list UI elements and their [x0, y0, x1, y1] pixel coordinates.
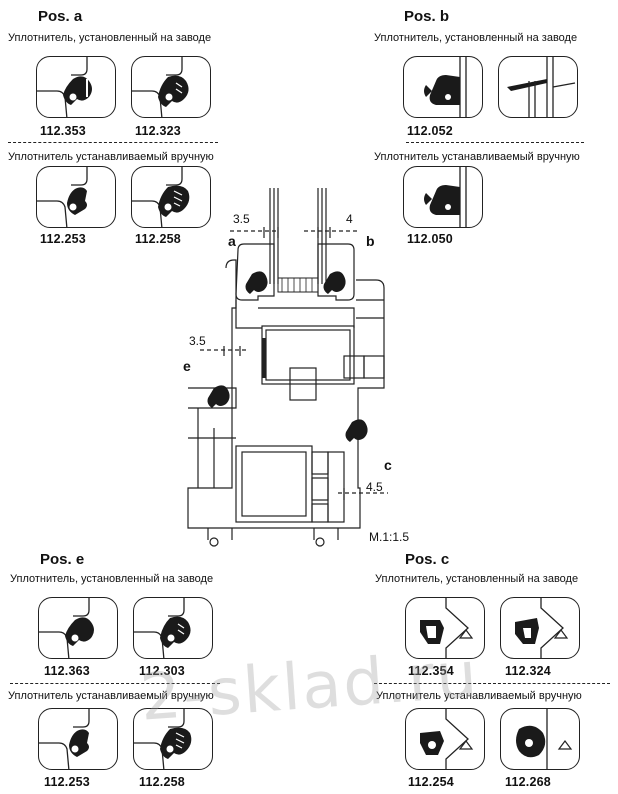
pos-e-manual-code-2: 112.258: [139, 775, 185, 789]
pos-b-factory-code-1: 112.052: [407, 124, 453, 138]
pos-c-manual-gasket-1: [405, 708, 485, 770]
dim-c-value: 4.5: [366, 480, 383, 494]
pos-c-manual-code-2: 112.268: [505, 775, 551, 789]
gasket-profile-icon: [515, 598, 569, 658]
pos-a-title: Pos. a: [38, 8, 83, 25]
dim-a-value: 3.5: [233, 212, 250, 226]
pos-a-factory-code-2: 112.323: [135, 124, 181, 138]
pos-b-manual-label: Уплотнитель устанавливаемый вручную: [374, 151, 580, 163]
pos-a-manual-gasket-2: [131, 166, 211, 228]
pos-c-factory-label: Уплотнитель, установленный на заводе: [375, 573, 579, 585]
pos-c-manual-label: Уплотнитель устанавливаемый вручную: [376, 690, 582, 702]
pos-a-factory-gasket-1: [36, 56, 116, 118]
gasket-profile-icon: [507, 57, 576, 117]
gasket-profile-icon: [424, 57, 467, 117]
pos-e-manual-gasket-2: [133, 708, 213, 770]
pos-c-factory-gasket-2: [500, 597, 580, 659]
gasket-profile-icon: [516, 709, 573, 769]
pos-c-marker: c: [384, 457, 392, 473]
pos-c-divider: [374, 683, 610, 684]
pos-a-manual-code-2: 112.258: [135, 232, 181, 246]
pos-c-manual-gasket-2: [500, 708, 580, 770]
pos-c-factory-gasket-1: [405, 597, 485, 659]
pos-e-manual-gasket-1: [38, 708, 118, 770]
pos-e-factory-gasket-1: [38, 597, 118, 659]
gasket-profile-icon: [132, 167, 190, 227]
gasket-profile-icon: [39, 598, 94, 658]
gasket-profile-icon: [424, 167, 467, 227]
pos-b-marker: b: [366, 233, 375, 249]
dim-b-value: 4: [346, 212, 353, 226]
pos-e-manual-label: Уплотнитель устанавливаемый вручную: [8, 690, 214, 702]
pos-b-factory-label: Уплотнитель, установленный на заводе: [374, 32, 578, 44]
pos-c-title: Pos. c: [405, 551, 450, 568]
pos-b-manual-code-1: 112.050: [407, 232, 453, 246]
pos-b-factory-gasket-1: [403, 56, 483, 118]
pos-e-title: Pos. e: [40, 551, 85, 568]
pos-e-factory-code-2: 112.303: [139, 664, 185, 678]
pos-c-factory-code-1: 112.354: [408, 664, 454, 678]
dim-e-value: 3.5: [189, 334, 206, 348]
pos-e-factory-gasket-2: [133, 597, 213, 659]
pos-a-factory-label: Уплотнитель, установленный на заводе: [8, 32, 212, 44]
pos-b-factory-gasket-2: [498, 56, 578, 118]
pos-a-factory-gasket-2: [131, 56, 211, 118]
pos-e-manual-code-1: 112.253: [44, 775, 90, 789]
pos-c-manual-code-1: 112.254: [408, 775, 454, 789]
pos-e-marker: e: [183, 358, 191, 374]
gasket-profile-icon: [420, 709, 474, 769]
gasket-profile-icon: [420, 598, 474, 658]
pos-c-factory-code-2: 112.324: [505, 664, 551, 678]
gasket-profile-icon: [37, 57, 92, 117]
pos-e-divider: [10, 683, 220, 684]
pos-a-manual-gasket-1: [36, 166, 116, 228]
gasket-profile-icon: [134, 709, 192, 769]
pos-a-marker: a: [228, 233, 236, 249]
scale-label: M.1:1.5: [369, 530, 410, 544]
pos-a-divider: [8, 142, 218, 143]
gasket-profile-icon: [37, 167, 88, 227]
pos-a-factory-code-1: 112.353: [40, 124, 86, 138]
pos-a-manual-code-1: 112.253: [40, 232, 86, 246]
pos-e-factory-code-1: 112.363: [44, 664, 90, 678]
gasket-profile-icon: [132, 57, 189, 117]
window-cross-section-diagram: [187, 188, 388, 547]
gasket-profile-icon: [39, 709, 90, 769]
pos-a-manual-label: Уплотнитель устанавливаемый вручную: [8, 151, 214, 163]
pos-e-factory-label: Уплотнитель, установленный на заводе: [10, 573, 214, 585]
pos-b-divider: [406, 142, 584, 143]
pos-b-title: Pos. b: [404, 8, 450, 25]
gasket-profile-icon: [134, 598, 191, 658]
pos-b-manual-gasket-1: [403, 166, 483, 228]
